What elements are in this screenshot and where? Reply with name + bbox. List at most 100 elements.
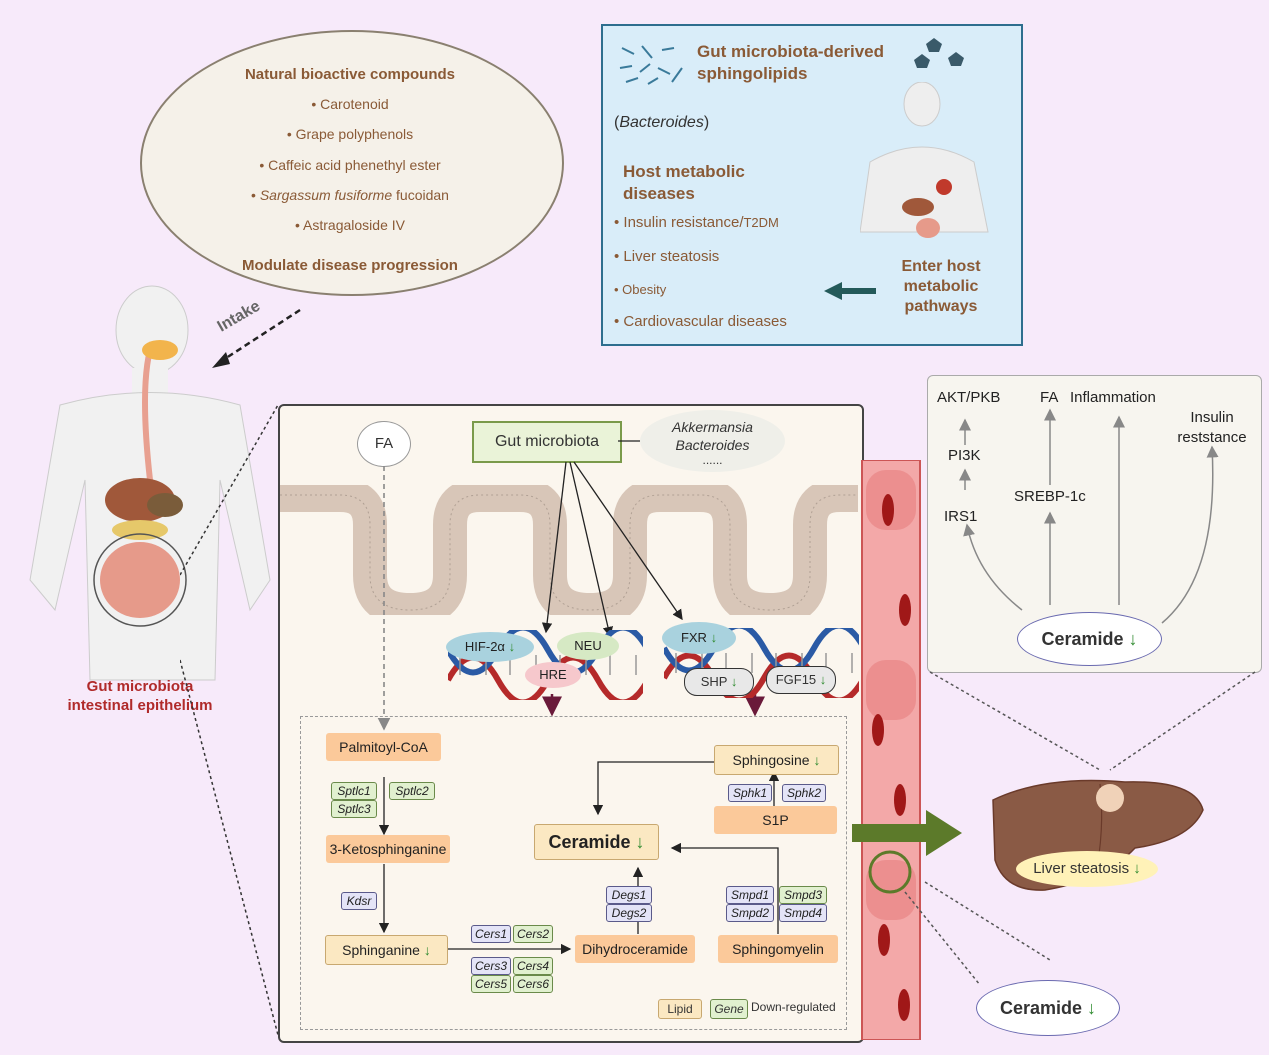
bubble-item: • Grape polyphenols [286, 126, 414, 142]
ceramide-bottom-label: Ceramide [999, 998, 1083, 1018]
ceramide-signal-node: Ceramide ↓ [1017, 612, 1162, 666]
gene-smpd2: Smpd2 [726, 904, 774, 922]
ceramide-node: Ceramide ↓ [534, 824, 659, 860]
bacteroides-text: Bacteroides [619, 114, 704, 131]
bubble-item: • Sargassum fusiforme fucoidan [251, 187, 449, 203]
shp-factor: SHP ↓ [684, 668, 754, 696]
inflammation-label: Inflammation [1070, 389, 1156, 406]
bubble-footer: Modulate disease progression [242, 257, 458, 274]
body-label-2: intestinal epithelium [67, 697, 213, 714]
gene-cers3: Cers3 [471, 957, 511, 975]
disease-label: T2DM [743, 215, 779, 230]
down-arrow-icon: ↓ [1133, 860, 1141, 877]
diseases-title-2: diseases [623, 184, 695, 203]
ketosphinganine-node: 3-Ketosphinganine [326, 835, 450, 863]
panel-connectors [377, 440, 780, 955]
compound-label: Grape polyphenols [295, 126, 414, 142]
fxr-factor: FXR ↓ [662, 622, 736, 654]
akt-label: AKT/PKB [937, 389, 1001, 406]
disease-item: • Insulin resistance/T2DM [614, 214, 779, 231]
down-arrow-icon: ↓ [819, 672, 827, 687]
gut-microbiota-node: Gut microbiota [472, 421, 622, 463]
bacteria-icon [619, 45, 683, 85]
pentagon-icons [914, 38, 964, 68]
ceramide-label: Ceramide [548, 832, 631, 852]
sphingosine-label: Sphingosine [732, 752, 810, 768]
infobox-title-2: sphingolipids [697, 64, 808, 83]
sphinganine-label: Sphinganine [342, 942, 420, 958]
sphingomyelin-node: Sphingomyelin [718, 935, 838, 963]
gene-cers1: Cers1 [471, 925, 511, 943]
zoom-lines [180, 404, 279, 1036]
akkermansia-label: Akkermansia [672, 419, 753, 435]
legend-lipid: Lipid [658, 999, 702, 1019]
big-green-arrow [852, 810, 962, 856]
irs1-label: IRS1 [944, 508, 978, 525]
sphingolipid-pathway-box [300, 716, 847, 1030]
gene-cers4: Cers4 [513, 957, 553, 975]
gene-kdsr: Kdsr [341, 892, 377, 910]
liver-steatosis-badge: Liver steatosis ↓ [1016, 851, 1158, 887]
compound-label: fucoidan [396, 187, 449, 203]
body-label-1: Gut microbiota [86, 678, 194, 695]
gene-smpd3: Smpd3 [779, 886, 827, 904]
shp-label: SHP [700, 674, 728, 689]
enter-label-2: metabolic [903, 278, 979, 295]
gene-cers5: Cers5 [471, 975, 511, 993]
intake-arrow [212, 308, 301, 368]
signaling-arrows [959, 408, 1219, 624]
srebp-label: SREBP-1c [1014, 488, 1086, 505]
down-arrow-icon: ↓ [813, 752, 821, 768]
insulin-label-2: reststance [1177, 429, 1247, 446]
intestinal-villi [280, 485, 858, 615]
gene-cers2: Cers2 [513, 925, 553, 943]
sphinganine-node: Sphinganine ↓ [325, 935, 448, 965]
compound-label: Carotenoid [320, 96, 389, 112]
ceramide-bottom-node: Ceramide ↓ [976, 980, 1120, 1036]
gene-sptlc2: Sptlc2 [389, 782, 435, 800]
bubble-item: • Caffeic acid phenethyl ester [259, 157, 441, 173]
gene-sphk1: Sphk1 [728, 784, 772, 802]
compound-label: Sargassum fusiforme [259, 187, 393, 203]
insulin-label-1: Insulin [1190, 409, 1234, 426]
gene-degs2: Degs2 [606, 904, 652, 922]
human-torso-icon [860, 82, 989, 238]
species-cloud [640, 410, 785, 472]
down-arrow-icon: ↓ [1128, 629, 1138, 649]
bubble-item: • Carotenoid [311, 96, 389, 112]
left-arrow-icon [824, 282, 876, 300]
down-arrow-icon: ↓ [1087, 998, 1097, 1018]
bubble-item: • Astragaloside IV [295, 217, 405, 233]
human-body-figure [29, 285, 271, 681]
fgf15-label: FGF15 [775, 672, 817, 687]
enter-label-1: Enter host [901, 258, 981, 275]
bacteroides-label: (Bacteroides) [614, 114, 710, 131]
disease-item: • Liver steatosis [614, 248, 720, 265]
compounds-bubble [140, 30, 564, 296]
sphingosine-node: Sphingosine ↓ [714, 745, 839, 775]
infobox-title-1: Gut microbiota-derived [697, 42, 885, 61]
fxr-label: FXR [680, 630, 707, 645]
diseases-title-1: Host metabolic [623, 162, 745, 181]
down-arrow-icon: ↓ [508, 639, 516, 654]
blood-vessel [861, 460, 921, 1040]
hif2a-factor: HIF-2α ↓ [446, 632, 534, 662]
s1p-node: S1P [714, 806, 837, 834]
fa-node: FA [357, 421, 411, 467]
liver-zoom-lines [904, 671, 1256, 986]
disease-label: Liver steatosis [623, 248, 720, 265]
fa-label: FA [1040, 389, 1059, 406]
neu-factor: NEU [557, 632, 619, 660]
gene-degs1: Degs1 [606, 886, 652, 904]
gene-sptlc1: Sptlc1 [331, 782, 377, 800]
disease-label: Insulin resistance/ [623, 214, 744, 231]
down-arrow-icon: ↓ [710, 630, 718, 645]
gene-cers6: Cers6 [513, 975, 553, 993]
compound-label: Caffeic acid phenethyl ester [268, 157, 441, 173]
legend-gene: Gene [710, 999, 748, 1019]
disease-label: Cardiovascular diseases [623, 313, 787, 330]
gene-sptlc3: Sptlc3 [331, 800, 377, 818]
bubble-title: Natural bioactive compounds [244, 66, 456, 83]
ellipsis-label: ...... [702, 453, 723, 467]
fgf15-factor: FGF15 ↓ [766, 666, 836, 694]
